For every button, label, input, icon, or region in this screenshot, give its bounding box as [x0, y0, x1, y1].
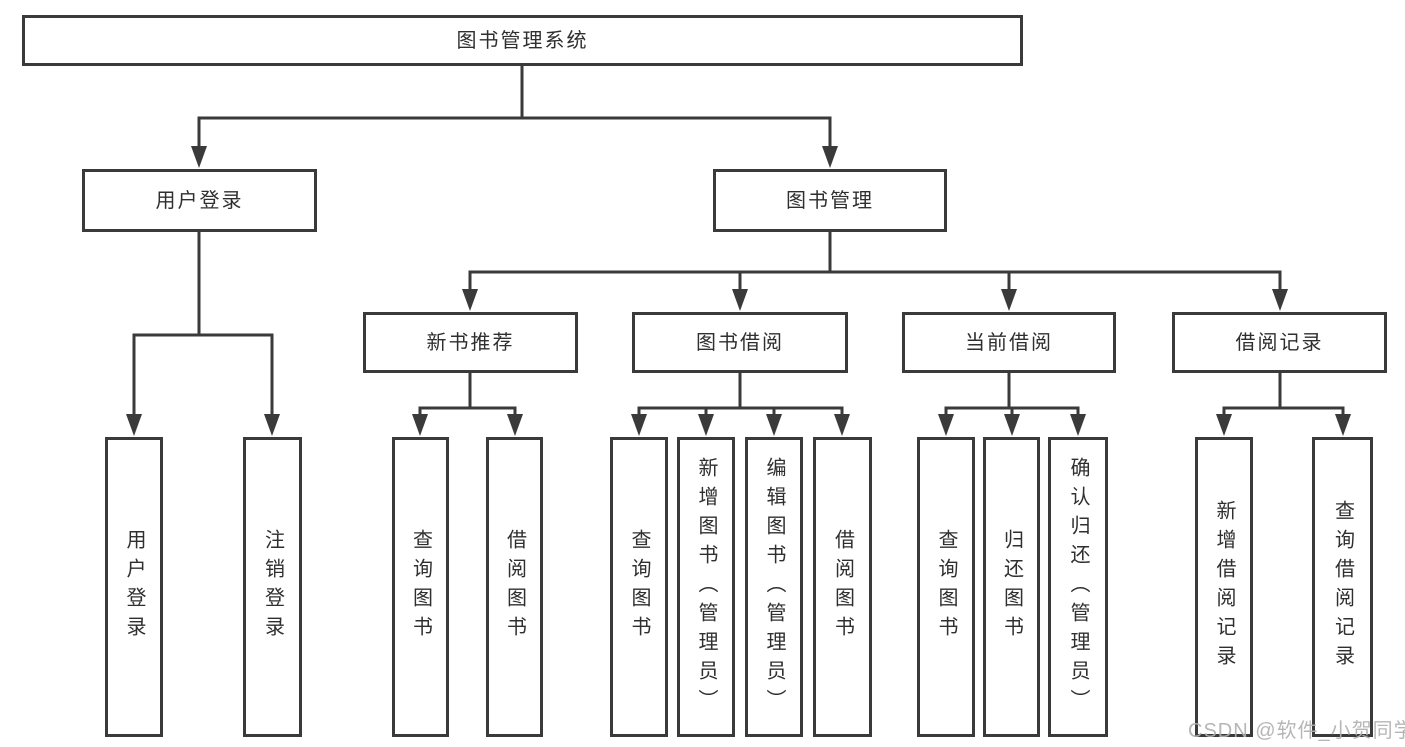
node-leaf-return-books: 归还图书: [983, 437, 1040, 737]
node-leaf-borrow-books-recommend-label: 借阅图书: [503, 529, 526, 645]
node-leaf-confirm-return-admin: 确认归还（管理员）: [1048, 437, 1108, 737]
node-root-label: 图书管理系统: [456, 29, 589, 52]
node-leaf-query-borrow-record: 查询借阅记录: [1312, 437, 1373, 737]
node-current-borrow-label: 当前借阅: [965, 331, 1053, 354]
node-leaf-query-borrow-record-label: 查询借阅记录: [1331, 500, 1354, 674]
connector-new-book: [418, 373, 517, 418]
node-leaf-add-borrow-record-label: 新增借阅记录: [1213, 500, 1235, 674]
node-leaf-logout: 注销登录: [243, 437, 302, 737]
connector-root: [197, 66, 832, 150]
node-leaf-add-books-admin-label: 新增图书（管理员）: [695, 456, 717, 718]
node-leaf-edit-books-admin-label: 编辑图书（管理员）: [763, 456, 785, 718]
node-leaf-query-books-recommend-label: 查询图书: [409, 529, 432, 645]
node-leaf-user-login: 用户登录: [105, 437, 163, 737]
node-leaf-add-borrow-record: 新增借阅记录: [1195, 437, 1253, 737]
node-user-login-label: 用户登录: [155, 189, 244, 212]
node-root-library-system: 图书管理系统: [22, 15, 1023, 66]
node-user-login: 用户登录: [82, 169, 317, 232]
connector-user-login: [132, 232, 274, 418]
node-leaf-add-books-admin: 新增图书（管理员）: [677, 437, 735, 737]
node-borrow-records-label: 借阅记录: [1235, 331, 1324, 354]
node-leaf-borrow-books-label: 借阅图书: [831, 529, 854, 645]
node-book-borrow-label: 图书借阅: [696, 331, 784, 354]
connector-book-borrow: [637, 373, 844, 418]
node-leaf-query-books-current: 查询图书: [917, 437, 975, 737]
node-current-borrow: 当前借阅: [902, 312, 1116, 373]
node-leaf-confirm-return-admin-label: 确认归还（管理员）: [1067, 456, 1089, 718]
node-leaf-borrow-books-recommend: 借阅图书: [486, 437, 543, 737]
node-book-borrow: 图书借阅: [632, 312, 848, 373]
node-leaf-borrow-books: 借阅图书: [813, 437, 872, 737]
node-leaf-user-login-label: 用户登录: [123, 529, 145, 645]
connector-current-borrow: [944, 373, 1080, 418]
node-book-management: 图书管理: [713, 169, 947, 232]
connector-borrow-records: [1222, 373, 1345, 418]
node-leaf-query-books-borrow: 查询图书: [610, 437, 668, 737]
node-leaf-query-books-current-label: 查询图书: [935, 529, 957, 645]
node-borrow-records: 借阅记录: [1172, 312, 1387, 373]
node-leaf-query-books-recommend: 查询图书: [392, 437, 449, 737]
node-new-book-recommend: 新书推荐: [363, 312, 578, 373]
node-new-book-recommend-label: 新书推荐: [426, 331, 515, 354]
node-leaf-query-books-borrow-label: 查询图书: [628, 529, 650, 645]
node-leaf-edit-books-admin: 编辑图书（管理员）: [745, 437, 803, 737]
node-leaf-logout-label: 注销登录: [261, 529, 284, 645]
node-leaf-return-books-label: 归还图书: [1000, 529, 1023, 645]
watermark: CSDN @软件_小贺同学: [1188, 720, 1405, 742]
connector-book-management: [468, 232, 1282, 292]
node-book-management-label: 图书管理: [786, 189, 874, 212]
